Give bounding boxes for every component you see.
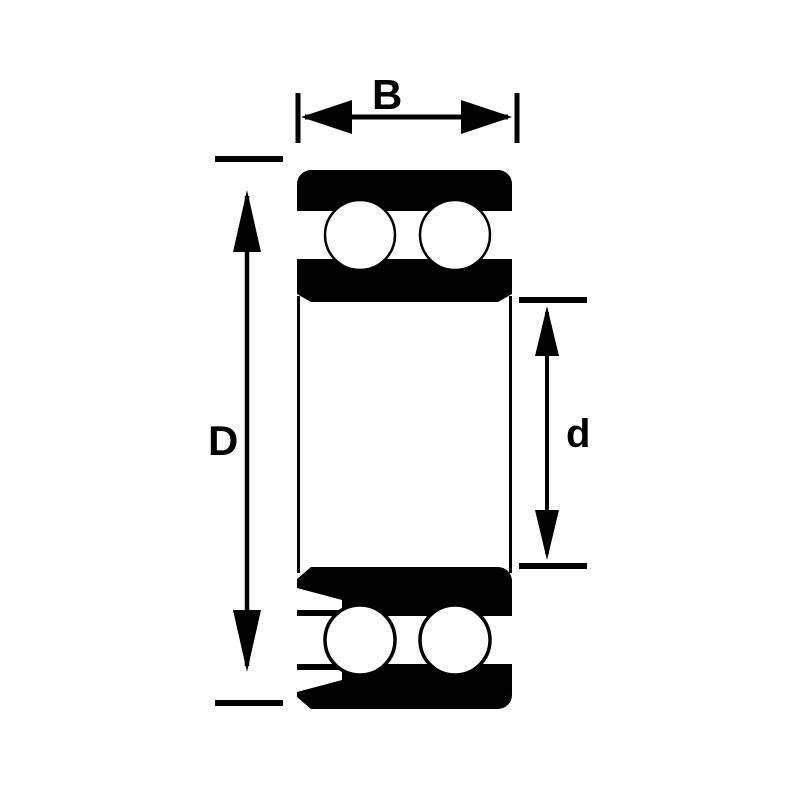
ball-lower-left [323, 603, 397, 677]
ball-lower-right [418, 603, 492, 677]
dimension-label-d-bore: d [566, 412, 591, 456]
dimension-B [295, 93, 520, 143]
arrowhead-b-right [461, 100, 512, 134]
ball-upper-left [323, 198, 397, 272]
dimension-label-b: B [372, 71, 403, 118]
arrowhead-d-bore-top [535, 306, 559, 356]
arrowhead-d-bore-bottom [535, 510, 559, 560]
arrowhead-b-left [301, 100, 352, 134]
arrowhead-d-outer-bottom [233, 610, 261, 672]
ball-upper-right [418, 198, 492, 272]
arrowhead-d-outer-top [233, 190, 261, 252]
dimension-label-d-outer: D [208, 417, 239, 464]
bearing-body [297, 170, 512, 709]
dimension-D [215, 156, 283, 706]
dimension-d [519, 297, 587, 569]
